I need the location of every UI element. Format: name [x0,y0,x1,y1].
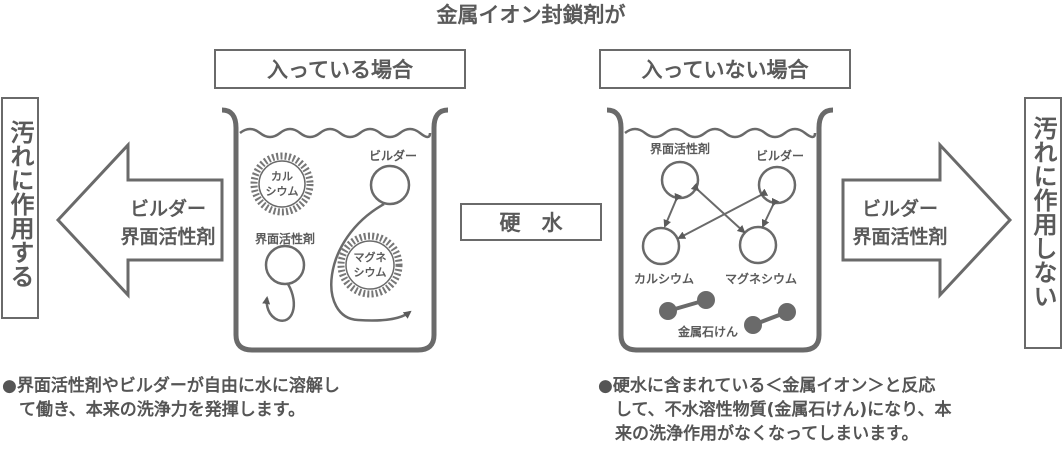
left-heading: 入っている場合 [267,58,414,82]
right-calcium-molecule [641,226,681,266]
right-water-surface [624,127,817,139]
left-surfactant-label: 界面活性剤 [255,231,315,246]
left-water-surface [239,127,432,139]
right-note-line1: ●硬水に含まれている＜金属イオン＞と反応 [598,376,936,396]
right-note: ●硬水に含まれている＜金属イオン＞と反応 して、不水溶性物質(金属石けん)になり… [598,374,952,446]
left-magnesium-line1: マグネ [354,250,387,264]
metal-soap-label: 金属石けん [677,324,738,339]
left-side-label-box [1,97,39,319]
right-note-line3: 来の洗浄作用がなくなってしまいます。 [598,424,919,444]
left-beaker [221,107,449,353]
right-magnesium-label: マグネシウム [725,271,797,286]
right-side-label: 汚れに作用しない [1029,116,1057,308]
left-surfactant-tail [262,283,296,322]
right-note-line2: して、不水溶性物質(金属石けん)になり、本 [598,400,952,420]
metal-soap-molecule-2 [744,303,796,334]
hard-water-label: 硬 水 [500,211,564,235]
right-heading: 入っていない場合 [642,58,810,82]
right-beaker [606,107,834,353]
arrow-surfactant-calcium [663,192,683,228]
left-heading-box [214,49,466,89]
left-calcium-line1: カル [271,170,293,183]
left-big-arrow [55,141,224,299]
metal-soap-molecule-1 [659,291,715,320]
right-arrow-line1: ビルダー [862,197,938,220]
right-calcium-label: カルシウム [634,272,694,286]
left-arrow-line1: ビルダー [130,197,206,220]
left-calcium-line2: シウム [266,185,299,198]
hard-water-box [460,203,602,241]
left-note: ●界面活性剤やビルダーが自由に水に溶解し て働き、本来の洗浄力を発揮します。 [2,374,340,422]
left-side-label: 汚れに作用する [6,120,34,288]
left-calcium-inner [258,160,306,208]
right-side-label-box [1024,97,1062,349]
left-note-line2: て働き、本来の洗浄力を発揮します。 [2,400,306,420]
left-builder-tail [330,202,412,322]
right-heading-box [599,49,851,89]
left-magnesium-inner [345,240,395,290]
right-magnesium-molecule [738,225,778,265]
arrow-builder-magnesium [761,197,780,228]
left-builder-label: ビルダー [369,148,417,163]
right-surfactant-label: 界面活性剤 [650,141,710,156]
right-arrow-line2: 界面活性剤 [852,225,947,248]
right-surfactant-molecule [660,160,700,200]
left-builder-molecule [369,164,411,206]
left-magnesium-line2: シウム [354,266,387,279]
left-note-line1: ●界面活性剤やビルダーが自由に水に溶解し [2,376,340,396]
arrow-surfactant-magnesium [690,183,746,234]
left-arrow-line2: 界面活性剤 [120,225,215,248]
arrow-builder-calcium [677,188,769,239]
right-builder-molecule [757,165,797,205]
right-builder-label: ビルダー [756,148,804,163]
right-big-arrow [841,141,1013,299]
left-surfactant-molecule [264,244,306,286]
page-title: 金属イオン封鎖剤が [436,3,626,27]
